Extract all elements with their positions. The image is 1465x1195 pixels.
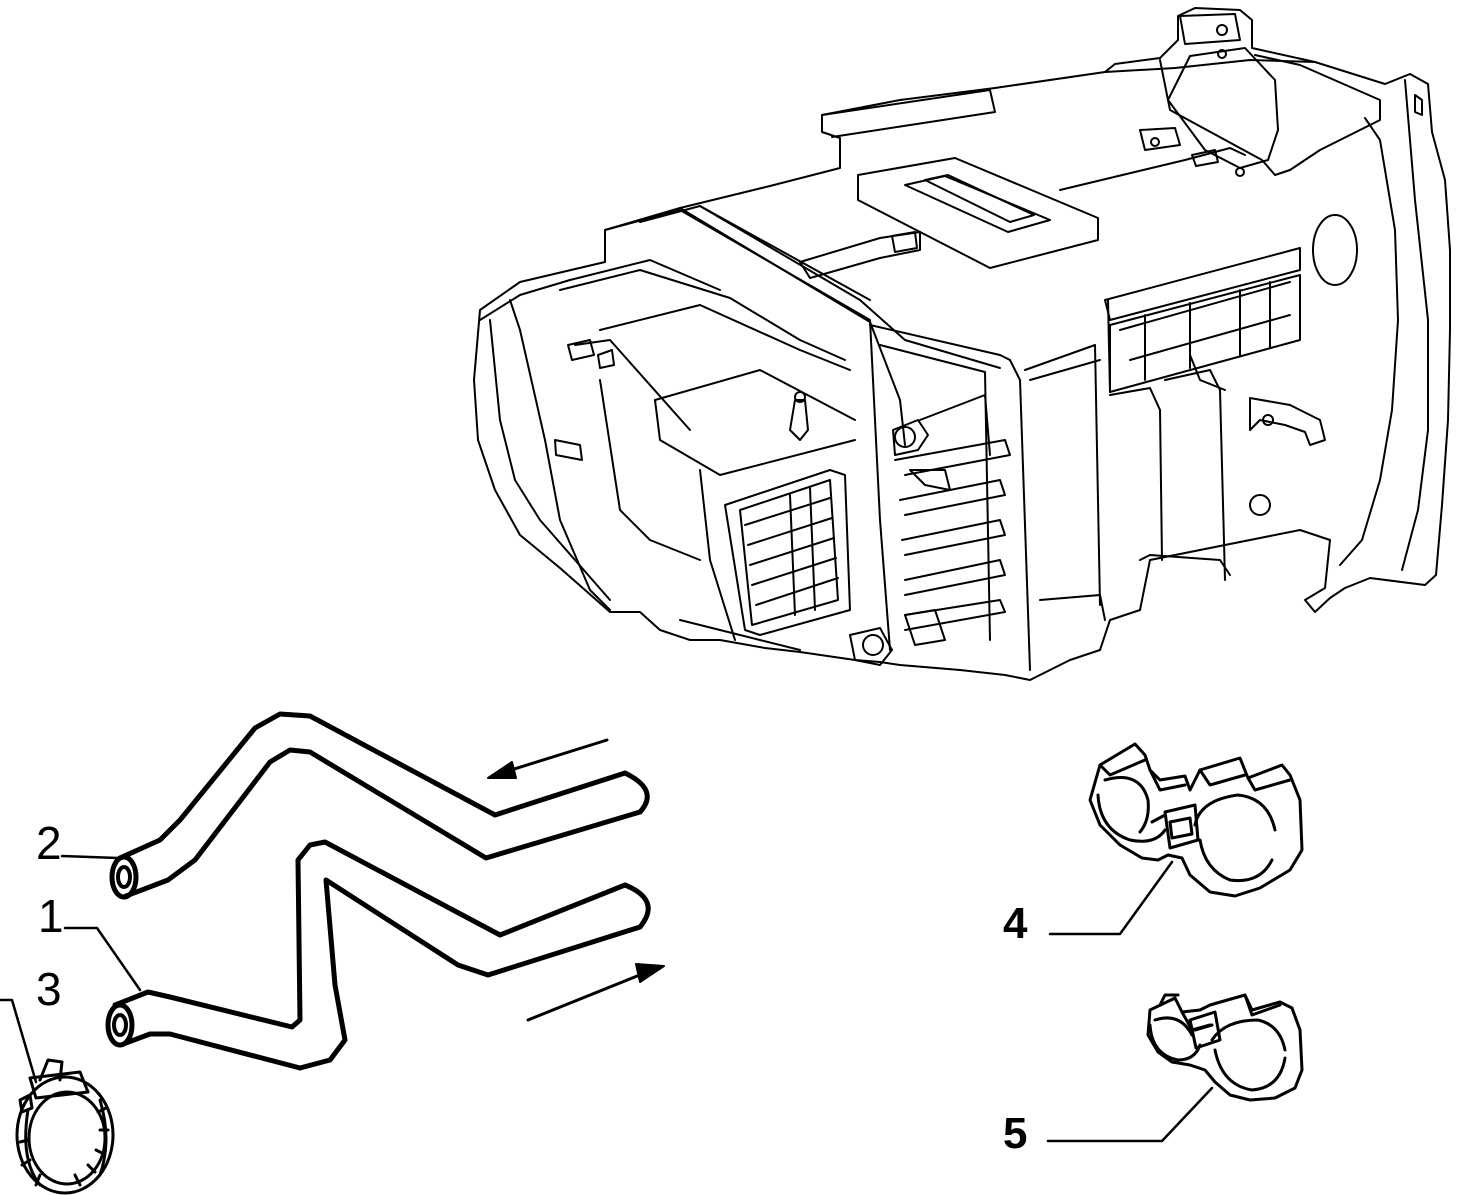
heater-housing: [473, 7, 1451, 681]
heater-hose-2: [109, 711, 650, 900]
leader-lines: [0, 854, 1214, 1143]
leader-line-4: [1048, 860, 1174, 936]
hose-clamp-3: [15, 1058, 115, 1195]
callout-1: 1: [38, 890, 64, 942]
callout-5: 5: [1003, 1109, 1028, 1158]
flow-arrow-outlet-head: [635, 963, 665, 983]
leader-line-2: [60, 854, 120, 860]
callout-4: 4: [1003, 899, 1028, 948]
leader-line-5: [1046, 1086, 1214, 1143]
callout-2: 2: [36, 817, 62, 869]
flow-arrow-inlet-head: [487, 761, 517, 779]
callout-3: 3: [36, 963, 62, 1015]
leader-line-3: [0, 998, 38, 1084]
double-hose-clip-5: [1146, 993, 1304, 1102]
double-hose-clip-4: [1088, 742, 1304, 898]
flow-arrow-outlet: [526, 968, 654, 1022]
leader-line-1: [63, 926, 142, 992]
heater-hose-1: [105, 839, 651, 1071]
